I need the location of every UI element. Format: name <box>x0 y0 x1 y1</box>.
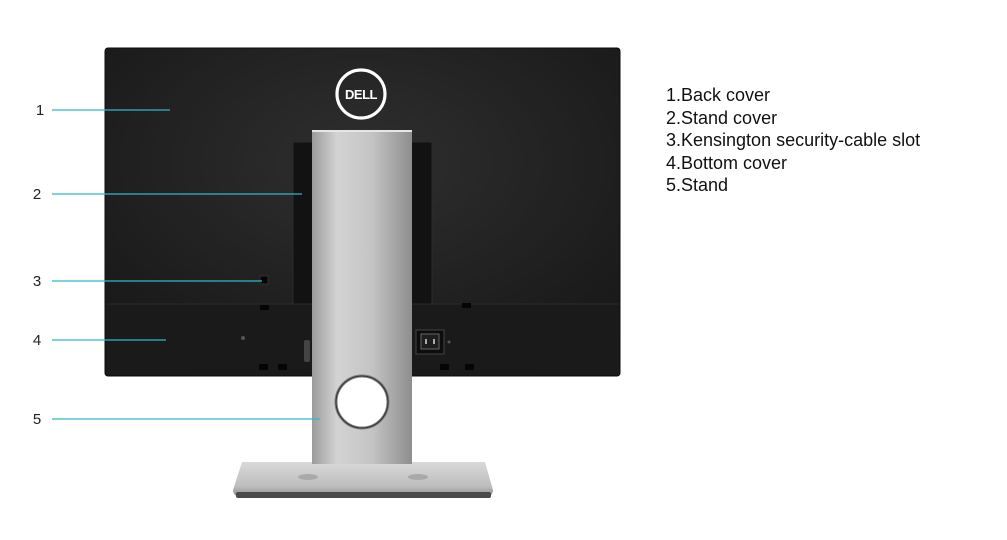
legend-item-kensington-slot: 3.Kensington security-cable slot <box>666 130 921 150</box>
dell-logo: DELL <box>335 68 387 120</box>
legend-item-bottom-cover: 4.Bottom cover <box>666 152 788 173</box>
callout-number-2: 2 <box>32 186 42 203</box>
power-connector <box>415 329 445 355</box>
callout-number-1: 1 <box>35 102 45 119</box>
stand-base <box>233 462 493 498</box>
legend-item-stand-cover: 2.Stand cover <box>666 107 778 128</box>
legend-item-back-cover: 1.Back cover <box>666 85 771 105</box>
callout-number-5: 5 <box>32 411 42 428</box>
svg-text:DELL: DELL <box>345 87 378 102</box>
leader-lines <box>52 109 320 420</box>
kensington-slot <box>259 275 269 285</box>
legend: 1.Back cover 2.Stand cover 3.Kensington … <box>666 84 966 197</box>
stand <box>312 130 412 464</box>
legend-item-stand: 5.Stand <box>666 175 729 195</box>
callout-number-3: 3 <box>32 273 42 290</box>
callout-number-4: 4 <box>32 332 42 349</box>
